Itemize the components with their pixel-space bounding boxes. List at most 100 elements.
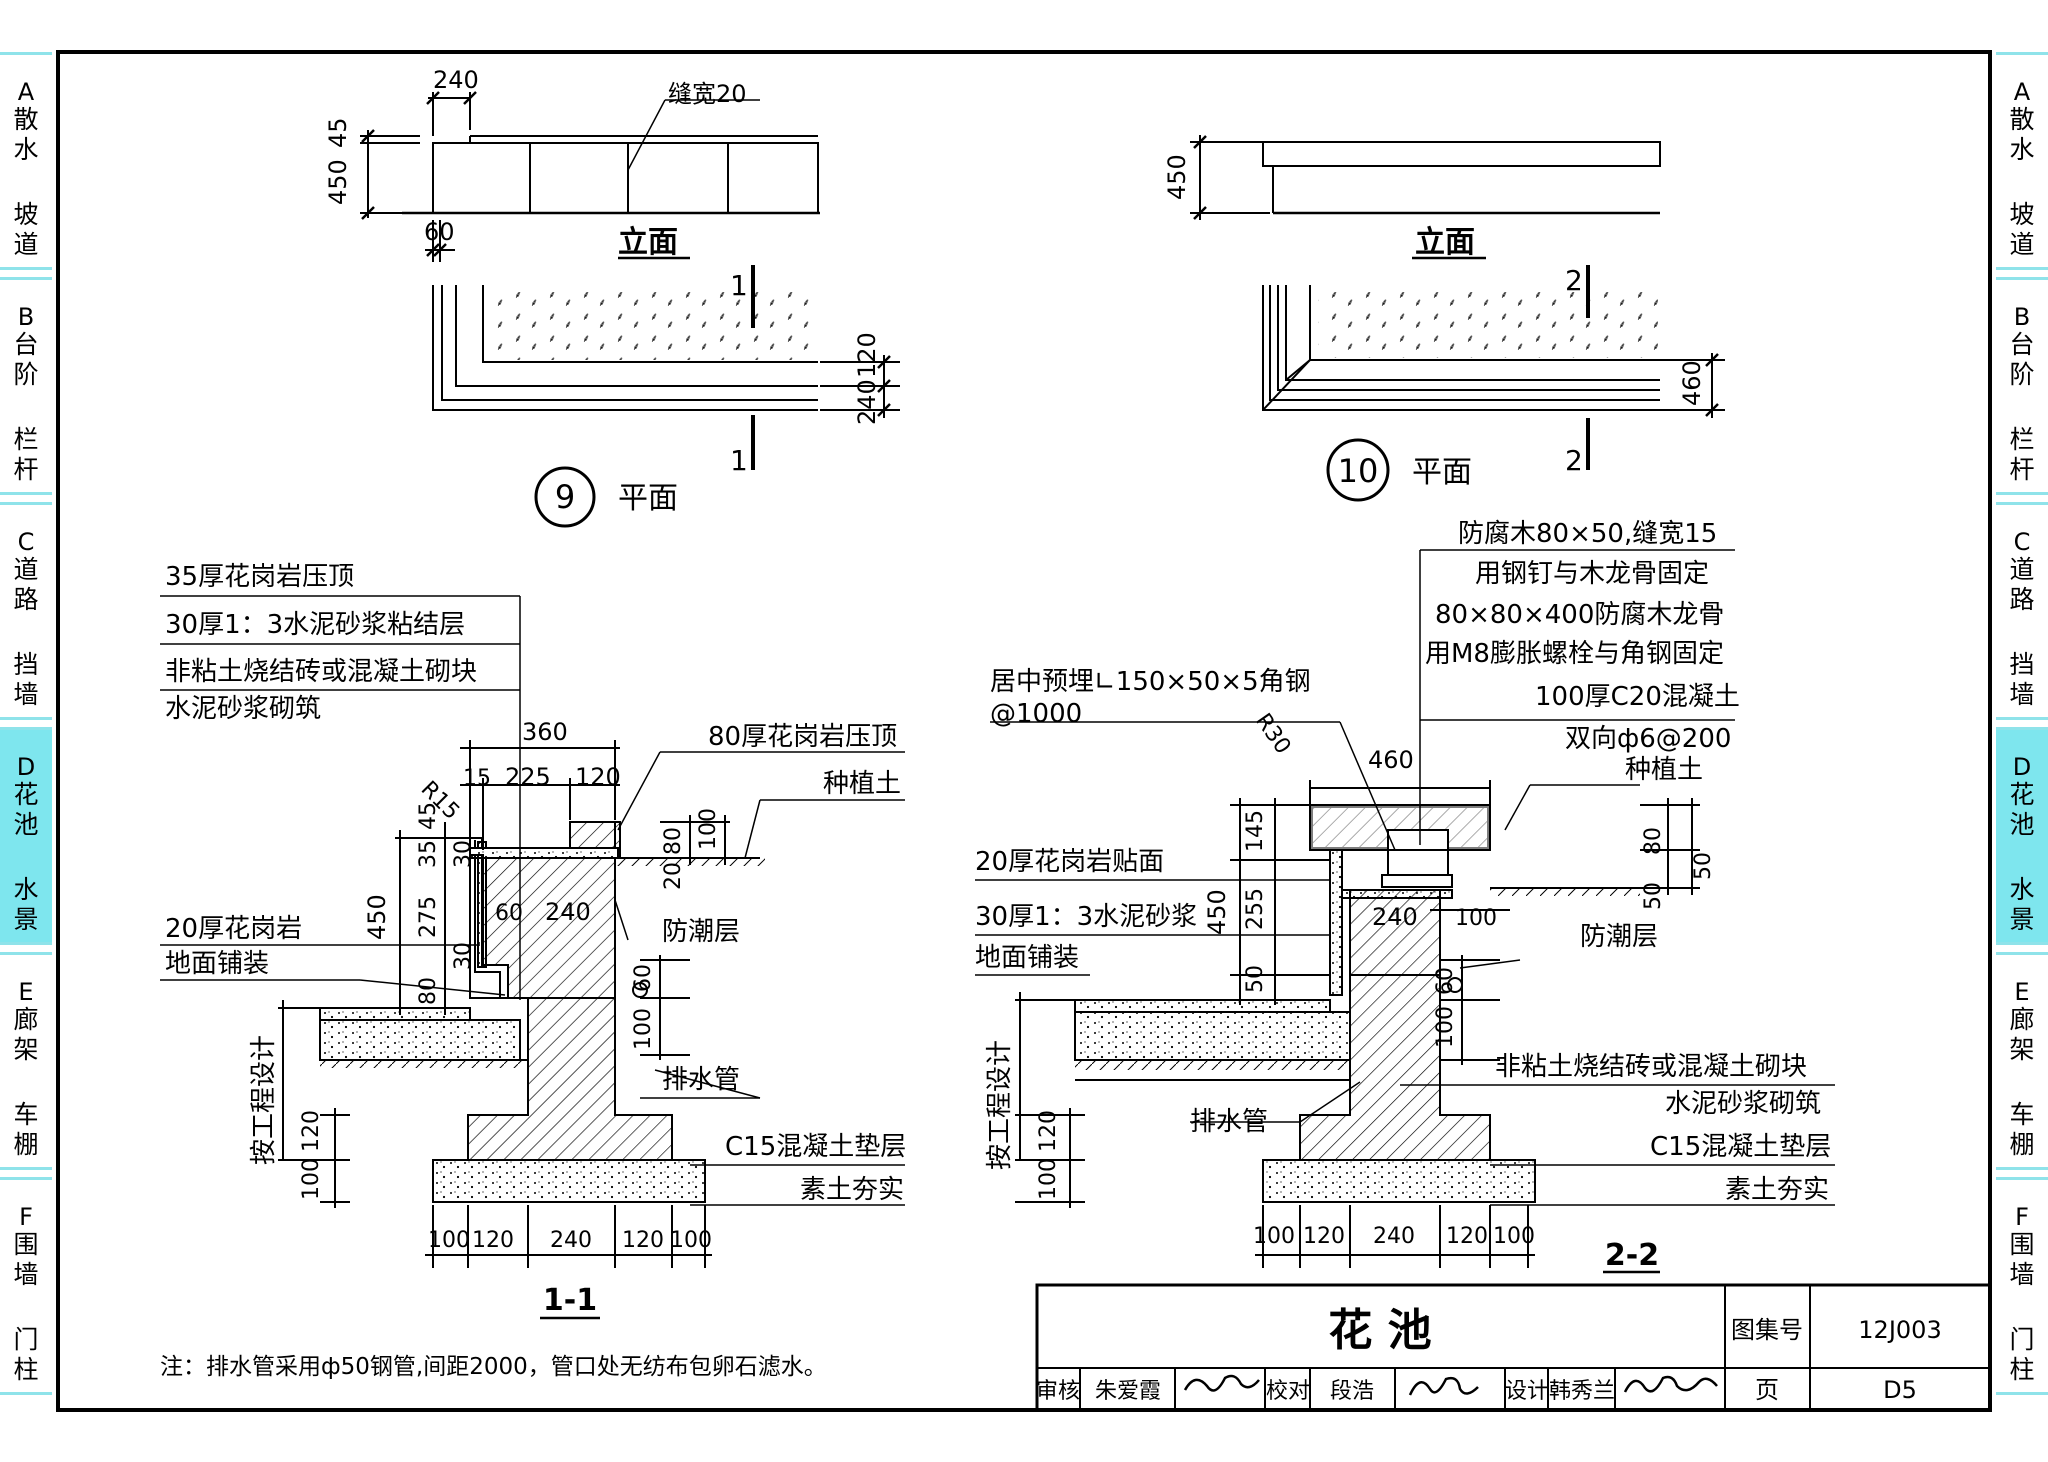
tab-label: 廊 架 bbox=[2009, 1005, 2035, 1064]
d10-plan-title: 平面 bbox=[1412, 455, 1472, 490]
s11-dim-240: 240 bbox=[545, 898, 591, 926]
s11-dim-120: 120 bbox=[575, 763, 621, 791]
checker-signature bbox=[1408, 1376, 1479, 1396]
s22-label-per-design: 按工程设计 bbox=[985, 1040, 1015, 1170]
s22-dim-bottom-4: 120 bbox=[1446, 1224, 1488, 1249]
s22-label-c15-pad: C15混凝土垫层 bbox=[1650, 1132, 1831, 1162]
s11-label-mortar30: 30厚1：3水泥砂浆粘结层 bbox=[165, 610, 465, 640]
tab-label: 水 景 bbox=[13, 875, 39, 934]
s11-dim-225: 225 bbox=[505, 763, 551, 791]
s22-label-drain-pipe: 排水管 bbox=[1190, 1107, 1268, 1137]
d9-joint-label: 缝宽20 bbox=[668, 80, 747, 108]
tab-label: 坡 道 bbox=[13, 200, 39, 259]
s22-label-spacing: @1000 bbox=[990, 699, 1082, 729]
tab-letter: E bbox=[2014, 978, 2030, 1006]
section-2-2-drawing bbox=[975, 549, 1835, 1274]
s22-dim-240: 240 bbox=[1372, 903, 1418, 931]
design-label: 设计 bbox=[1505, 1379, 1549, 1404]
s11-label-coping35: 35厚花岗岩压顶 bbox=[165, 562, 354, 592]
d9-dim-240b: 240 bbox=[853, 379, 881, 425]
s22-label-ground-paving: 地面铺装 bbox=[975, 943, 1079, 973]
tab-label: 车 棚 bbox=[13, 1100, 39, 1159]
detail-9 bbox=[360, 91, 900, 528]
tab-letter: A bbox=[17, 78, 35, 106]
s11-dim-35: 35 bbox=[416, 840, 441, 868]
d10-elevation-title: 立面 bbox=[1415, 225, 1475, 260]
title-block bbox=[1035, 1283, 1992, 1412]
s22-dim-100: 100 bbox=[1455, 906, 1497, 931]
tab-letter: C bbox=[2013, 528, 2031, 556]
reviewer-signature bbox=[1183, 1374, 1260, 1392]
tab-letter: B bbox=[17, 303, 35, 331]
s22-label-bolt: 用M8膨胀螺栓与角钢固定 bbox=[1425, 639, 1724, 669]
s11-dim-100b: 100 bbox=[631, 1008, 656, 1050]
s22-dim-450: 450 bbox=[1203, 889, 1231, 935]
s11-dim-275: 275 bbox=[416, 896, 441, 938]
s11-label-planting-soil: 种植土 bbox=[823, 769, 901, 799]
designer-name: 韩秀兰 bbox=[1549, 1379, 1615, 1404]
tab-letter: E bbox=[18, 978, 34, 1006]
s11-dim-bottom-1: 100 bbox=[428, 1228, 470, 1253]
s11-dim-bottom-5: 100 bbox=[670, 1228, 712, 1253]
s22-dim-bottom-5: 100 bbox=[1493, 1224, 1535, 1249]
s11-dim-100: 100 bbox=[696, 808, 721, 850]
d10-section-mark-bottom: 2 bbox=[1565, 444, 1583, 477]
s22-dim-100b: 100 bbox=[1433, 1006, 1458, 1048]
d9-section-mark-top: 1 bbox=[730, 269, 748, 302]
s11-dim-120b: 120 bbox=[299, 1110, 324, 1152]
tab-label: 坡 道 bbox=[2009, 200, 2035, 259]
s11-dim-80: 80 bbox=[661, 827, 686, 855]
s22-dim-145: 145 bbox=[1243, 810, 1268, 852]
s22-dim-460: 460 bbox=[1368, 746, 1414, 774]
d9-section-mark-bottom: 1 bbox=[730, 444, 748, 477]
d9-dim-120: 120 bbox=[853, 332, 881, 378]
drawing-title: 花 池 bbox=[1328, 1305, 1431, 1356]
tab-label: 廊 架 bbox=[13, 1005, 39, 1064]
drawing-note: 注：排水管采用ф50钢管,间距2000，管口处无纺布包卵石滤水。 bbox=[160, 1354, 827, 1380]
tab-label: 道 路 bbox=[13, 555, 39, 614]
s22-dim-100c: 100 bbox=[1036, 1158, 1061, 1200]
d10-detail-number: 10 bbox=[1338, 452, 1379, 490]
s22-dim-bottom-1: 100 bbox=[1253, 1224, 1295, 1249]
s22-title: 2-2 bbox=[1605, 1238, 1659, 1273]
tab-label: 道 路 bbox=[2009, 555, 2035, 614]
s22-label-angle-steel: 居中预埋∟150×50×5角钢 bbox=[990, 667, 1311, 697]
tab-label: 散 水 bbox=[2009, 105, 2035, 164]
tab-letter: B bbox=[2013, 303, 2031, 331]
tab-label: 围 墙 bbox=[13, 1230, 39, 1289]
s11-dim-360: 360 bbox=[522, 718, 568, 746]
tab-letter: F bbox=[19, 1203, 33, 1231]
d9-dim-450: 450 bbox=[324, 159, 352, 205]
tab-label: 台 阶 bbox=[13, 330, 39, 389]
tab-label: 栏 杆 bbox=[13, 425, 39, 484]
tab-letter: F bbox=[2015, 1203, 2029, 1231]
d9-dim-60: 60 bbox=[424, 218, 455, 246]
s22-dim-bottom-2: 120 bbox=[1303, 1224, 1345, 1249]
s11-dim-15: 15 bbox=[463, 766, 491, 791]
page-label: 页 bbox=[1755, 1376, 1779, 1404]
s11-label-coping80: 80厚花岗岩压顶 bbox=[708, 722, 897, 752]
s22-label-c20: 100厚C20混凝土 bbox=[1535, 682, 1740, 712]
s11-dim-100c: 100 bbox=[299, 1158, 324, 1200]
tab-letter: D bbox=[2012, 753, 2032, 781]
s22-label-joist: 80×80×400防腐木龙骨 bbox=[1435, 600, 1724, 630]
section-1-1-drawing bbox=[160, 595, 905, 1320]
d9-plan-title: 平面 bbox=[618, 481, 678, 516]
s22-label-masonry-mortar: 水泥砂浆砌筑 bbox=[1665, 1089, 1821, 1119]
s22-dim-255: 255 bbox=[1243, 888, 1268, 930]
s11-dim-bottom-3: 240 bbox=[550, 1228, 592, 1253]
tab-label: 门 柱 bbox=[13, 1325, 39, 1384]
s22-dim-80: 80 bbox=[1641, 827, 1666, 855]
